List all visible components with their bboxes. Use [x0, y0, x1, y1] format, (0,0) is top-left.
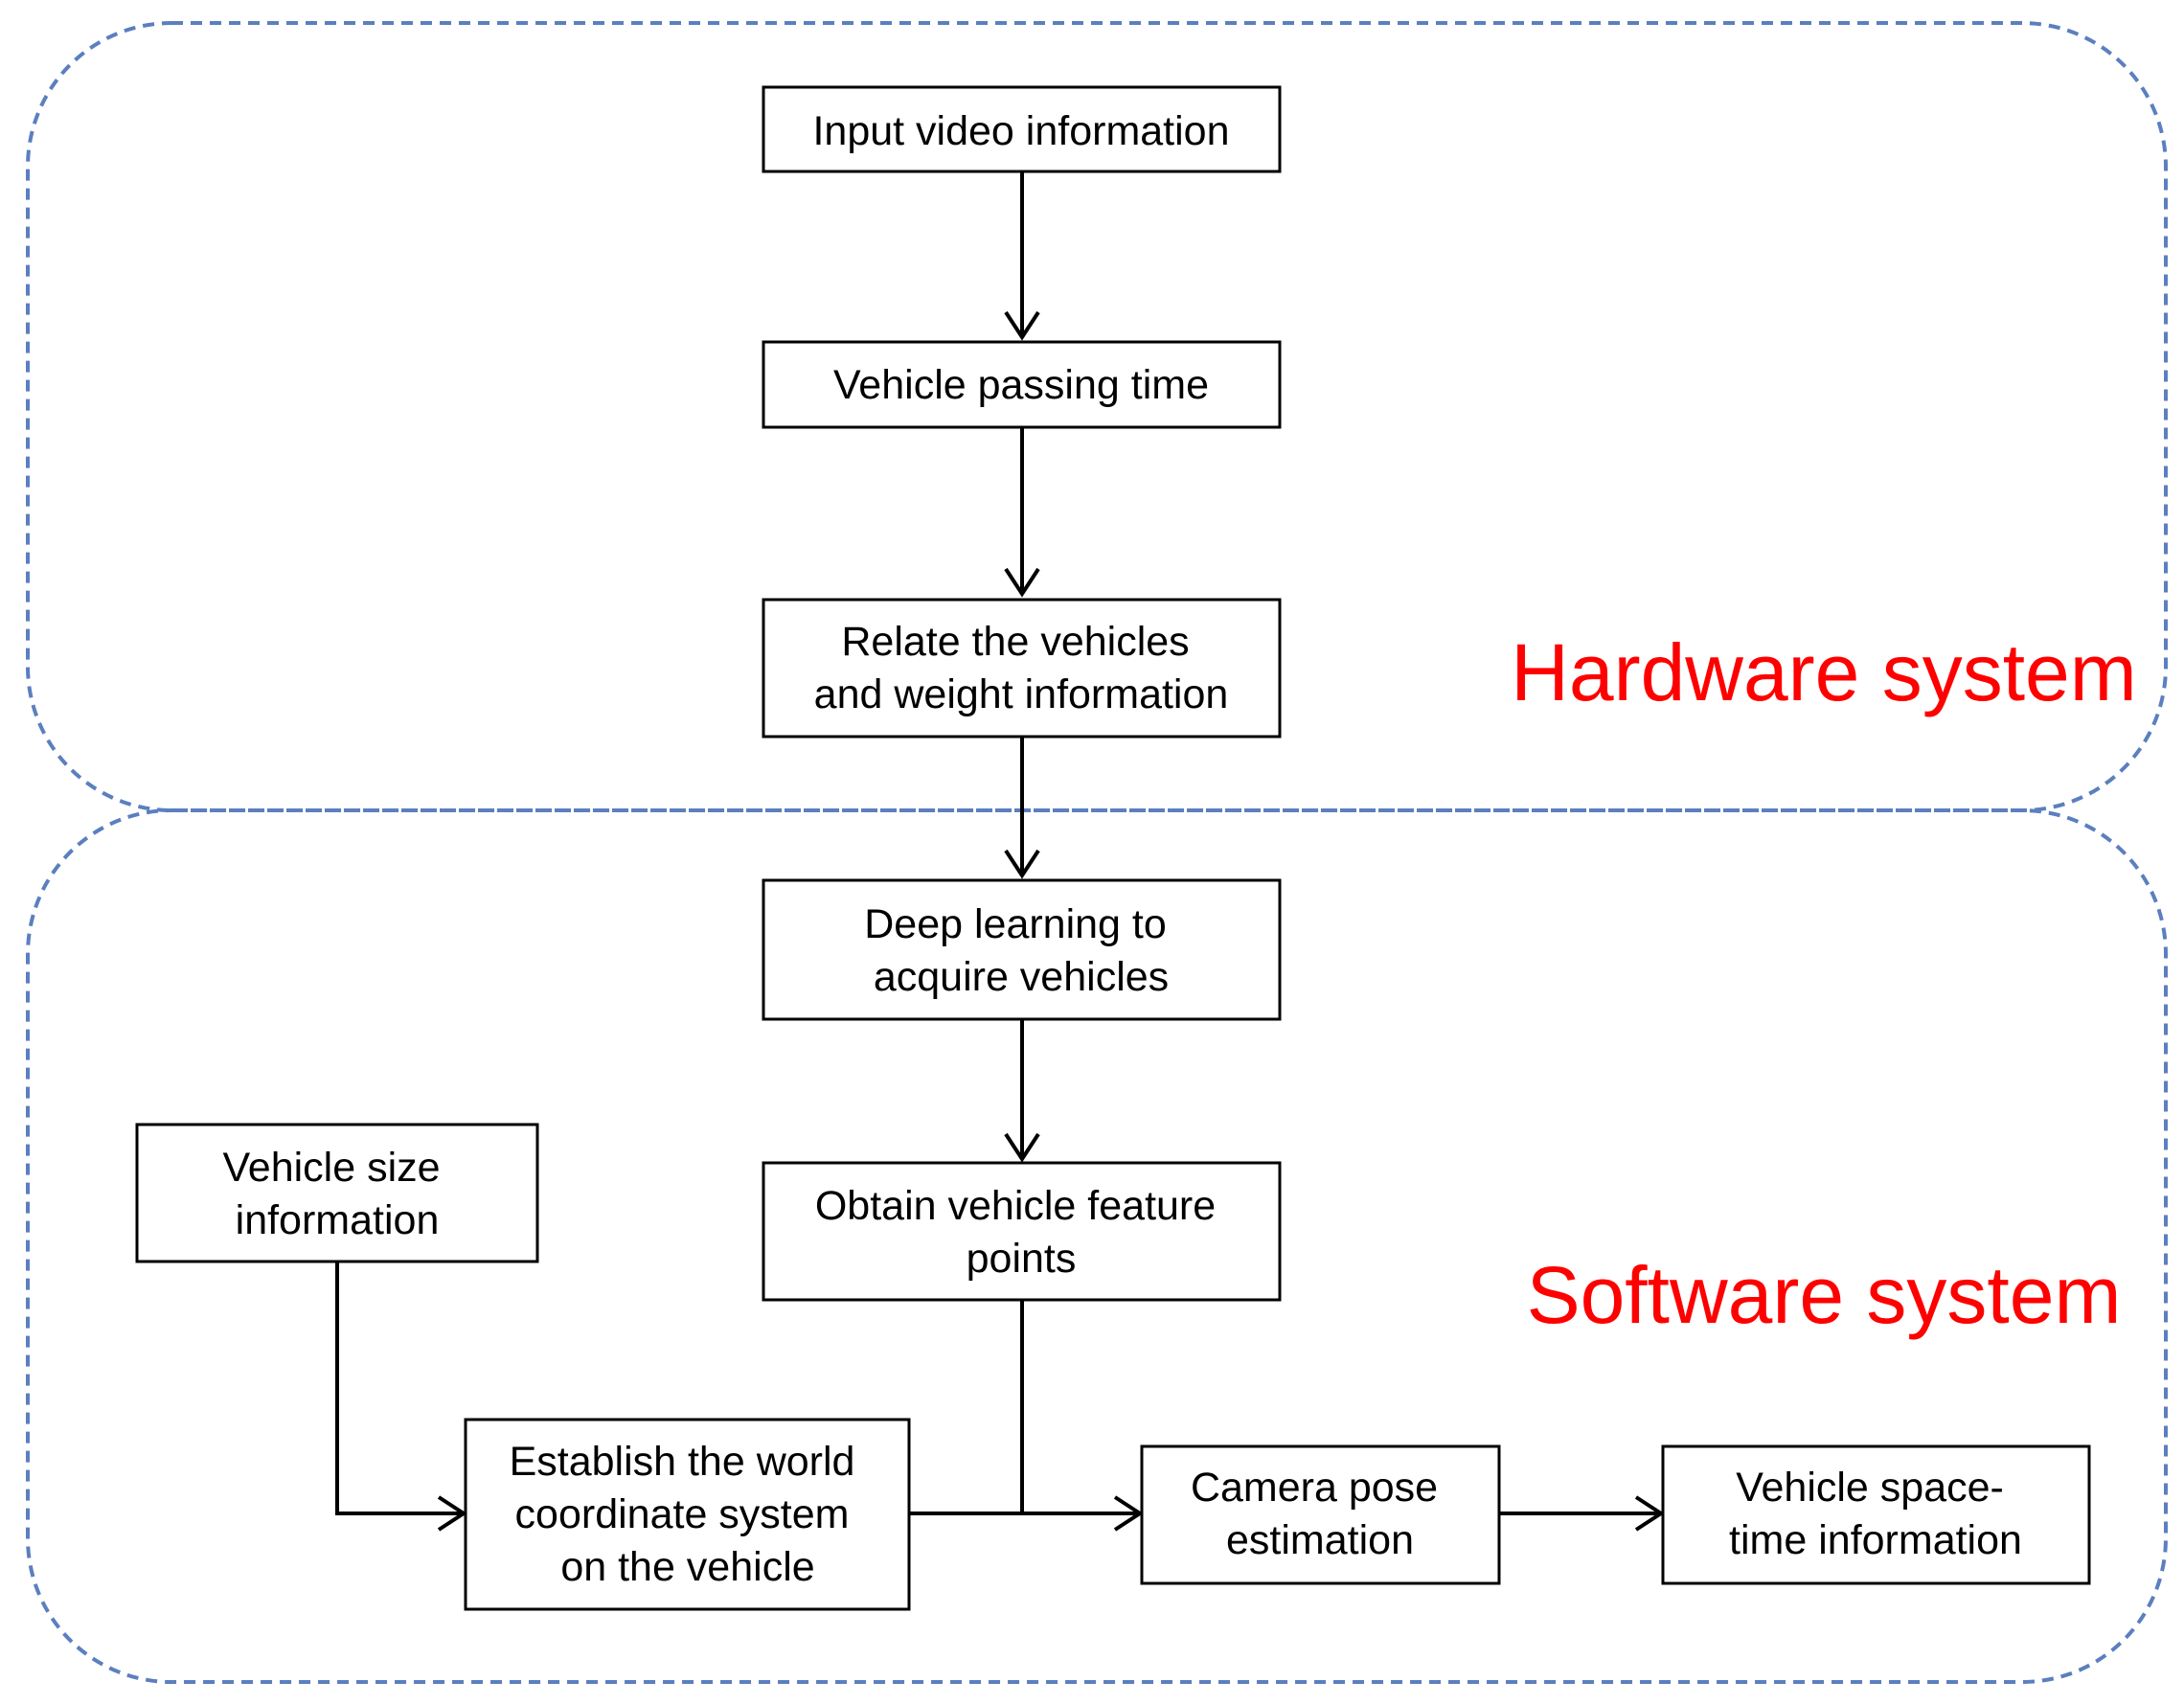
arrowhead-feature	[1004, 1132, 1040, 1163]
node-box	[1140, 1444, 1501, 1585]
node-box	[762, 878, 1282, 1021]
arrowhead-spacetime	[1634, 1495, 1665, 1532]
node-feature-points: Obtain vehicle feature points	[762, 1161, 1282, 1302]
software-system-label: Software system	[1527, 1250, 2122, 1340]
node-label: Relate the vehicles and weight informati…	[814, 619, 1229, 717]
node-input-video: Input video information	[762, 85, 1282, 173]
node-box	[762, 598, 1282, 739]
node-label: Establish the world coordinate system on…	[510, 1439, 867, 1590]
node-label: Deep learning to acquire vehicles	[864, 901, 1178, 1000]
node-passing-time: Vehicle passing time	[762, 340, 1282, 429]
node-label: Camera pose estimation	[1191, 1465, 1449, 1563]
connectors	[335, 171, 1665, 1532]
node-size-info: Vehicle size information	[135, 1123, 539, 1263]
node-world-coordinates: Establish the world coordinate system on…	[464, 1418, 911, 1611]
node-box	[135, 1123, 539, 1263]
node-box	[762, 1161, 1282, 1302]
hardware-system-label: Hardware system	[1511, 627, 2137, 717]
node-label: Input video information	[812, 108, 1229, 154]
node-label: Obtain vehicle feature points	[815, 1183, 1227, 1282]
software-system-region	[26, 808, 2168, 1684]
node-relate-weight: Relate the vehicles and weight informati…	[762, 598, 1282, 739]
arrowhead-deep	[1004, 849, 1040, 879]
node-box	[1661, 1444, 2091, 1585]
node-box	[464, 1418, 911, 1611]
arrowhead-relate	[1004, 567, 1040, 598]
node-label: Vehicle space- time information	[1729, 1465, 2022, 1563]
arrowhead-passing	[1004, 310, 1040, 341]
node-space-time: Vehicle space- time information	[1661, 1444, 2091, 1585]
node-label: Vehicle passing time	[833, 362, 1209, 408]
arrowhead-camera	[1113, 1495, 1144, 1532]
node-label: Vehicle size information	[222, 1145, 451, 1243]
node-deep-learning: Deep learning to acquire vehicles	[762, 878, 1282, 1021]
arrow-size-to-world	[335, 1262, 464, 1515]
node-box	[762, 340, 1282, 429]
node-camera-pose: Camera pose estimation	[1140, 1444, 1501, 1585]
node-box	[762, 85, 1282, 173]
arrowhead-world	[437, 1495, 467, 1532]
